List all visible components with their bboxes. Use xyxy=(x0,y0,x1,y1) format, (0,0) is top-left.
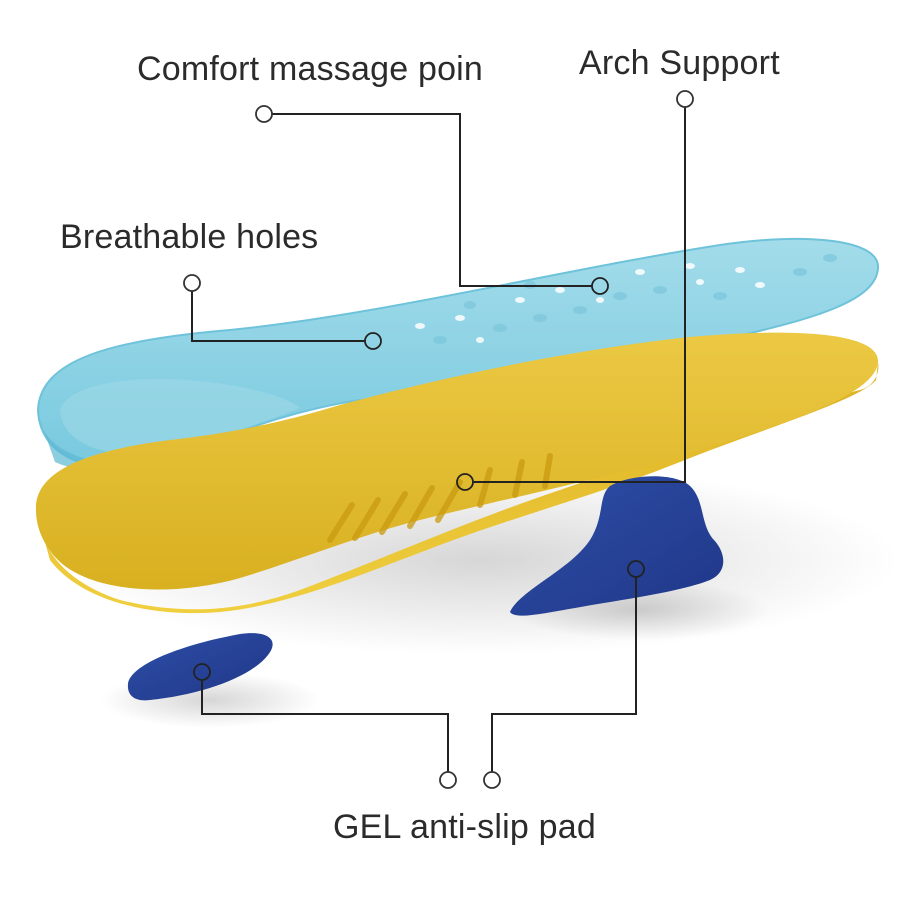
massage-callout-end-dot xyxy=(591,277,609,295)
gel-label-dot-left xyxy=(439,771,457,789)
heel-gel-callout-dot xyxy=(193,663,211,681)
gel-anti-slip-pad-label: GEL anti-slip pad xyxy=(333,808,596,846)
massage-leader-line xyxy=(272,113,592,287)
breathable-leader-line xyxy=(191,291,365,342)
heel-gel-pad xyxy=(127,633,273,701)
arch-gel-callout-dot xyxy=(627,560,645,578)
arch-support-label: Arch Support xyxy=(579,44,780,82)
arch-callout-start-dot xyxy=(676,90,694,108)
arch-gel-pad xyxy=(510,476,724,616)
comfort-massage-label: Comfort massage poin xyxy=(137,50,484,88)
arch-gel-leader-line xyxy=(491,577,637,772)
leader-lines xyxy=(191,107,686,772)
breathable-callout-end-dot xyxy=(364,332,382,350)
breathable-holes-label: Breathable holes xyxy=(60,218,319,256)
arch-leader-line xyxy=(473,107,686,483)
breathable-callout-start-dot xyxy=(183,274,201,292)
cushion-middle-layer xyxy=(35,332,879,614)
gel-label-dot-right xyxy=(483,771,501,789)
heel-gel-leader-line xyxy=(201,680,449,772)
massage-callout-start-dot xyxy=(255,105,273,123)
breathable-top-layer xyxy=(36,237,880,472)
arch-callout-end-dot xyxy=(456,473,474,491)
